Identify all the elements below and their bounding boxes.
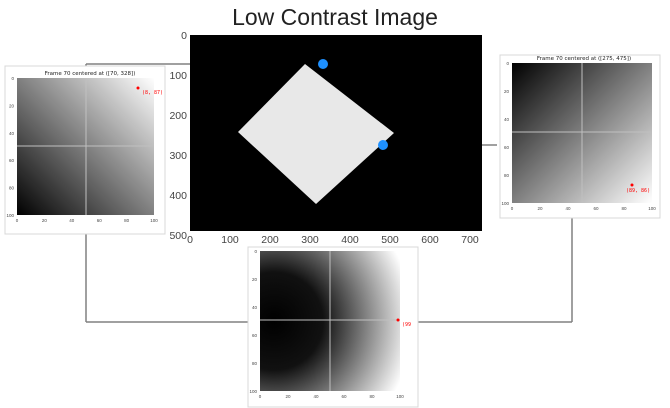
panel-y-tick-label: 80	[504, 173, 510, 178]
main-x-tick-label: 100	[221, 234, 239, 246]
main-y-tick-label: 300	[169, 150, 187, 162]
main-x-ticks: 0 100 200 300 400 500 600 700	[187, 234, 479, 246]
panel-y-tick-label: 40	[9, 131, 15, 136]
panel-bottom-point-label: (99	[402, 322, 411, 328]
panel-y-tick-label: 100	[501, 201, 509, 206]
main-plot: 0 100 200 300 400 500 600 700 0 100 200 300 400 500	[169, 30, 482, 246]
panel-bottom-point	[396, 318, 400, 322]
main-y-ticks: 0 100 200 300 400 500	[169, 30, 187, 242]
panel-x-tick-label: 100	[150, 218, 158, 223]
panel-y-tick-label: 40	[252, 305, 258, 310]
panel-y-tick-label: 0	[506, 61, 509, 66]
main-x-tick-label: 200	[261, 234, 279, 246]
main-x-tick-label: 500	[381, 234, 399, 246]
panel-x-tick-label: 100	[648, 206, 656, 211]
diamond-shape	[238, 64, 394, 204]
panel-y-tick-label: 20	[252, 277, 258, 282]
panel-x-tick-label: 80	[621, 206, 627, 211]
panel-x-tick-label: 100	[396, 394, 404, 399]
marker-top[interactable]	[318, 59, 328, 69]
panel-left-point	[136, 86, 140, 90]
panel-x-tick-label: 0	[511, 206, 514, 211]
panel-y-tick-label: 80	[9, 186, 15, 191]
main-y-tick-label: 0	[181, 30, 187, 42]
panel-x-tick-label: 20	[537, 206, 543, 211]
panel-right-title: Frame 70 centered at ([275, 475])	[537, 56, 631, 62]
zoom-panel-right: Frame 70 centered at ([275, 475]) (89, 8…	[499, 54, 661, 219]
main-x-tick-label: 300	[301, 234, 319, 246]
panel-x-tick-label: 80	[124, 218, 130, 223]
panel-x-tick-label: 40	[565, 206, 571, 211]
panel-y-tick-label: 0	[11, 76, 14, 81]
main-y-tick-label: 400	[169, 190, 187, 202]
panel-y-tick-label: 40	[504, 117, 510, 122]
panel-x-tick-label: 80	[369, 394, 375, 399]
main-y-tick-label: 100	[169, 70, 187, 82]
panel-x-tick-label: 40	[69, 218, 75, 223]
panel-y-tick-label: 100	[249, 389, 257, 394]
panel-y-tick-label: 60	[9, 158, 15, 163]
panel-y-tick-label: 100	[6, 213, 14, 218]
panel-left-title: Frame 70 centered at ([70, 328])	[45, 71, 136, 77]
panel-y-tick-label: 80	[252, 361, 258, 366]
panel-y-tick-label: 60	[504, 145, 510, 150]
panel-x-tick-label: 60	[97, 218, 103, 223]
panel-left-point-label: (8, 87)	[142, 90, 163, 96]
main-x-tick-label: 0	[187, 234, 193, 246]
main-x-tick-label: 400	[341, 234, 359, 246]
panel-y-tick-label: 20	[504, 89, 510, 94]
zoom-panel-left: Frame 70 centered at ([70, 328]) (8, 87)…	[4, 65, 166, 235]
panel-x-tick-label: 40	[313, 394, 319, 399]
main-y-tick-label: 500	[169, 230, 187, 242]
main-y-tick-label: 200	[169, 110, 187, 122]
panel-x-tick-label: 20	[42, 218, 48, 223]
panel-x-tick-label: 60	[593, 206, 599, 211]
main-x-tick-label: 600	[421, 234, 439, 246]
panel-right-point	[630, 183, 634, 187]
main-x-tick-label: 700	[461, 234, 479, 246]
panel-y-tick-label: 0	[254, 249, 257, 254]
panel-right-point-label: (89, 86)	[626, 188, 650, 194]
panel-y-tick-label: 20	[9, 103, 15, 108]
panel-y-tick-label: 60	[252, 333, 258, 338]
panel-x-tick-label: 60	[341, 394, 347, 399]
marker-right[interactable]	[378, 140, 388, 150]
panel-x-tick-label: 20	[285, 394, 291, 399]
figure-title: Low Contrast Image	[232, 4, 438, 30]
panel-x-tick-label: 0	[259, 394, 262, 399]
panel-x-tick-label: 0	[16, 218, 19, 223]
